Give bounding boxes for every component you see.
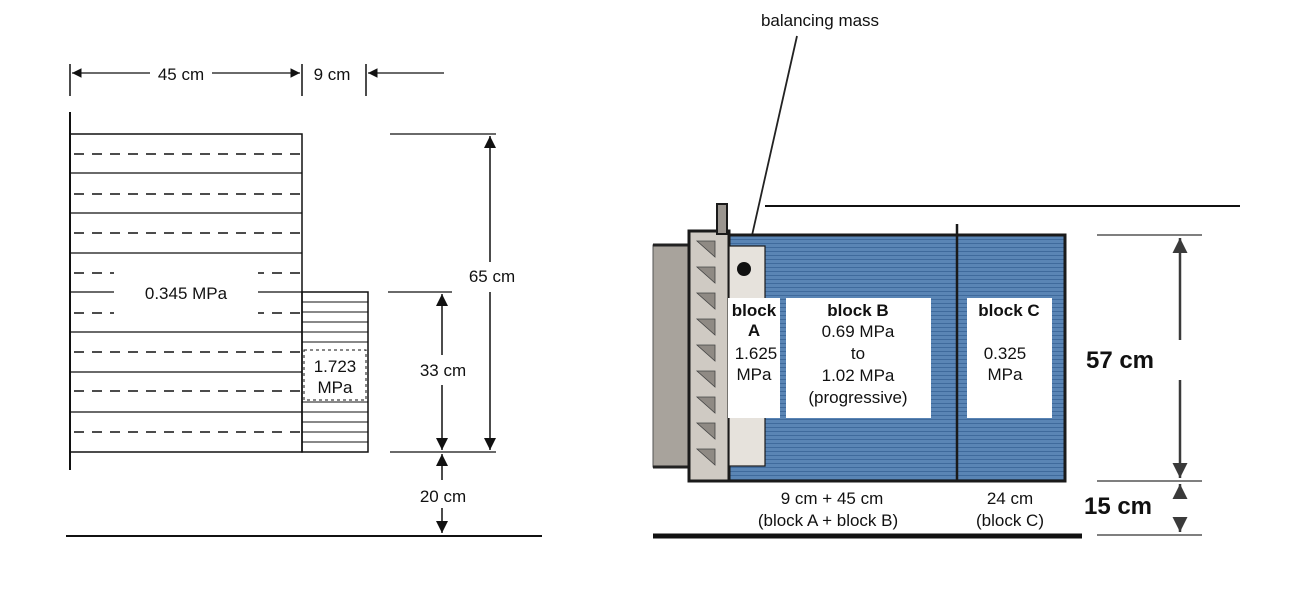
dim-57cm-label: 57 cm bbox=[1086, 347, 1154, 374]
block-a-name-line2: A bbox=[748, 321, 760, 340]
mount-tab bbox=[716, 203, 728, 235]
right-diagram: balancing mass block A 1. bbox=[652, 11, 1240, 539]
mount-teeth bbox=[695, 240, 716, 466]
block-b-label-bg bbox=[786, 298, 931, 418]
balancing-mass bbox=[737, 262, 751, 276]
right-vertical-dimensions: 57 cm 15 cm bbox=[1084, 234, 1202, 536]
dim-c-line1: 24 cm bbox=[987, 489, 1033, 508]
dashed-layer-lines bbox=[74, 153, 300, 433]
vehicle-back bbox=[652, 244, 692, 468]
vertical-dimensions: 65 cm 33 cm 20 cm bbox=[388, 133, 515, 533]
main-block-pressure: 0.345 MPa bbox=[145, 284, 228, 303]
callout-leader-line bbox=[745, 35, 798, 263]
dim-65cm-label: 65 cm bbox=[469, 267, 515, 286]
block-b-pressure-max: 1.02 MPa bbox=[822, 366, 895, 385]
block-c-name: block C bbox=[978, 301, 1039, 320]
block-b-pressure-note: (progressive) bbox=[808, 388, 907, 407]
dim-ab-line1: 9 cm + 45 cm bbox=[781, 489, 884, 508]
left-diagram: 45 cm 9 cm bbox=[66, 64, 542, 537]
solid-layer-lines bbox=[70, 172, 302, 413]
dim-20cm-label: 20 cm bbox=[420, 487, 466, 506]
small-block-stripes bbox=[302, 301, 368, 443]
dim-33cm-label: 33 cm bbox=[420, 361, 466, 380]
small-block-pressure-unit: MPa bbox=[318, 378, 354, 397]
block-b-name: block B bbox=[827, 301, 888, 320]
block-a-label-bg bbox=[728, 298, 780, 418]
block-c-pressure-value: 0.325 bbox=[984, 344, 1027, 363]
main-block: 0.345 MPa bbox=[69, 112, 303, 470]
dim-9cm-label: 9 cm bbox=[314, 65, 351, 84]
main-label-bg bbox=[114, 268, 258, 318]
block-b-pressure-to: to bbox=[851, 344, 865, 363]
block-c-label-bg bbox=[967, 298, 1052, 418]
balancing-mass-callout: balancing mass bbox=[761, 11, 879, 30]
small-block: 1.723 MPa bbox=[301, 291, 369, 453]
dim-15cm-label: 15 cm bbox=[1084, 493, 1152, 520]
top-dimension: 45 cm 9 cm bbox=[69, 64, 444, 96]
block-a-pressure-unit: MPa bbox=[737, 365, 773, 384]
block-b-pressure-min: 0.69 MPa bbox=[822, 322, 895, 341]
small-block-pressure-value: 1.723 bbox=[314, 357, 357, 376]
block-a-name-line1: block bbox=[732, 301, 777, 320]
dim-ab-line2: (block A + block B) bbox=[758, 511, 898, 530]
dim-45cm-label: 45 cm bbox=[158, 65, 204, 84]
block-c-pressure-unit: MPa bbox=[988, 365, 1024, 384]
dim-c-line2: (block C) bbox=[976, 511, 1044, 530]
block-a-pressure-value: 1.625 bbox=[735, 344, 778, 363]
